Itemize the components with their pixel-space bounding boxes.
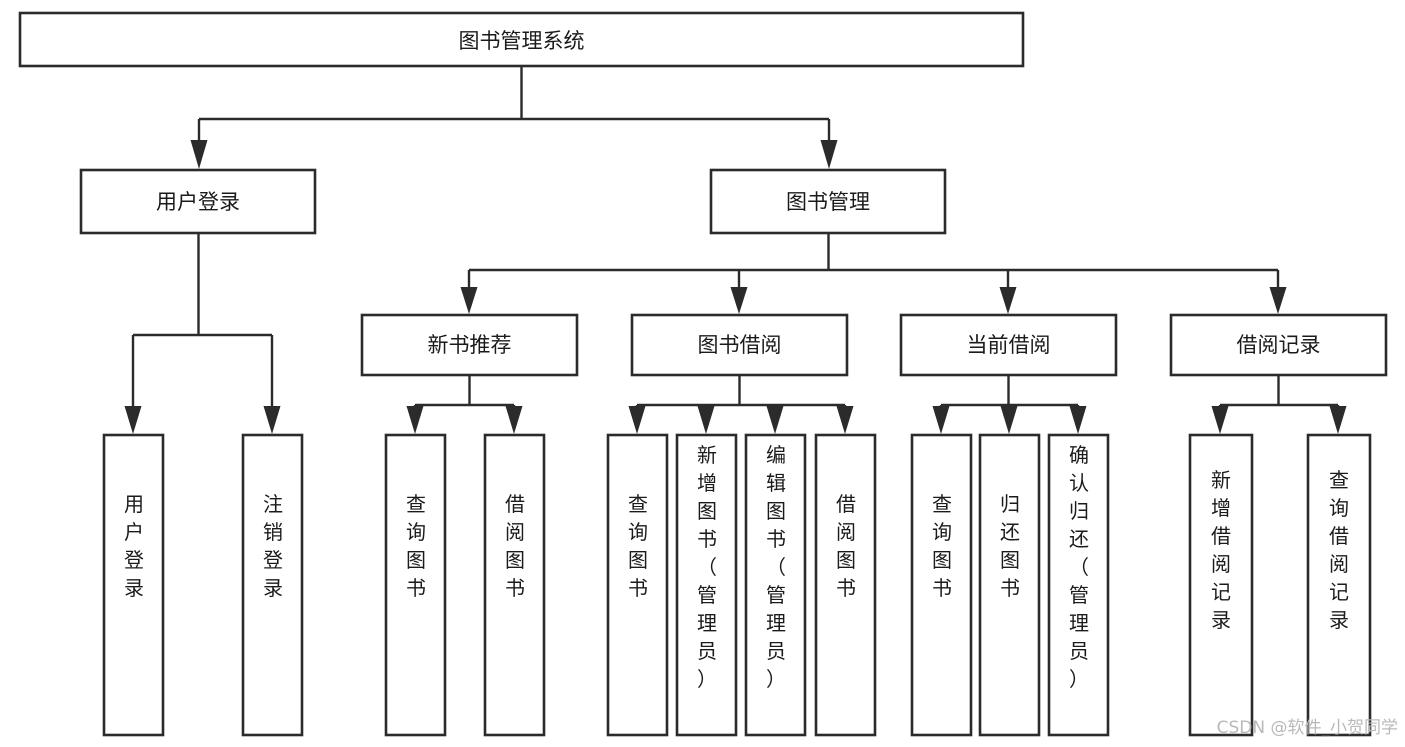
node-current-borrow[interactable]: 当前借阅 <box>899 313 1118 377</box>
leaf-node-add-record[interactable]: 新增借阅记录 <box>1188 433 1254 737</box>
leaf-edit-book-label: 编辑图书（管理员） <box>766 443 786 691</box>
node-book-borrow-box <box>630 313 849 377</box>
leaf-query-book-1-box <box>384 433 447 737</box>
leaf-node-query-book-2[interactable]: 查询图书 <box>606 433 669 737</box>
connector-group-new-book-recommend <box>406 375 523 434</box>
node-borrow-record-label: 借阅记录 <box>1237 333 1321 357</box>
arrow-head-leaf-user-login <box>124 406 142 434</box>
arrow-head-user-login <box>190 140 208 169</box>
leaf-query-book-2-label: 查询图书 <box>628 492 648 600</box>
node-new-book-recommend[interactable]: 新书推荐 <box>360 313 579 377</box>
node-root-label: 图书管理系统 <box>459 29 585 53</box>
node-book-management[interactable]: 图书管理 <box>709 168 947 235</box>
arrow-head-current-borrow <box>999 287 1017 314</box>
node-new-book-recommend-label: 新书推荐 <box>428 333 512 357</box>
arrow-head-book-borrow <box>730 287 748 314</box>
leaf-borrow-book-1-label: 借阅图书 <box>505 492 525 600</box>
arrow-head-leaf-add-record <box>1211 406 1229 434</box>
leaf-return-book-label: 归还图书 <box>1000 492 1020 600</box>
csdn-watermark: CSDN @软件_小贺同学 <box>1217 718 1398 738</box>
arrow-head-leaf-edit-book <box>766 406 784 434</box>
connector-group-book-management <box>460 233 1287 314</box>
connector-group-borrow-record <box>1211 375 1347 434</box>
arrow-head-leaf-query-book-3 <box>932 406 950 434</box>
node-book-management-box <box>709 168 947 235</box>
leaf-query-book-1-label: 查询图书 <box>406 492 426 600</box>
connector-group-root <box>190 66 838 169</box>
leaf-node-add-book[interactable]: 新增图书（管理员） <box>675 433 738 737</box>
node-root[interactable]: 图书管理系统 <box>18 11 1025 68</box>
arrow-head-leaf-query-record <box>1329 406 1347 434</box>
leaf-node-query-book-3[interactable]: 查询图书 <box>910 433 973 737</box>
leaf-query-record-box <box>1306 433 1372 737</box>
leaf-add-book-box <box>675 433 738 737</box>
arrow-head-borrow-record <box>1269 287 1287 314</box>
connector-group-current-borrow <box>932 375 1087 434</box>
leaf-node-user-login[interactable]: 用户登录 <box>102 433 165 737</box>
node-borrow-record-box <box>1169 313 1388 377</box>
arrow-head-leaf-query-book-1 <box>406 406 424 434</box>
leaf-add-book-label: 新增图书（管理员） <box>697 443 717 691</box>
arrow-head-leaf-user-logout <box>263 406 281 434</box>
arrow-head-leaf-return-book <box>1000 406 1018 434</box>
leaf-node-edit-book[interactable]: 编辑图书（管理员） <box>744 433 807 737</box>
leaf-borrow-book-2-label: 借阅图书 <box>836 492 856 600</box>
connector-group-user-login <box>124 233 281 434</box>
leaf-edit-book-box <box>744 433 807 737</box>
leaf-add-record-box <box>1188 433 1254 737</box>
arrow-head-leaf-add-book <box>697 406 715 434</box>
leaf-query-book-2-box <box>606 433 669 737</box>
node-book-borrow[interactable]: 图书借阅 <box>630 313 849 377</box>
node-book-borrow-label: 图书借阅 <box>698 333 782 357</box>
leaf-user-logout-box <box>241 433 304 737</box>
leaf-node-confirm-return[interactable]: 确认归还（管理员） <box>1047 433 1110 737</box>
leaf-user-login-box <box>102 433 165 737</box>
leaf-query-record-label: 查询借阅记录 <box>1329 468 1349 632</box>
node-user-login-label: 用户登录 <box>156 190 240 214</box>
node-user-login[interactable]: 用户登录 <box>79 168 317 235</box>
leaf-add-record-label: 新增借阅记录 <box>1211 468 1231 632</box>
leaf-borrow-book-2-box <box>814 433 877 737</box>
leaf-confirm-return-label: 确认归还（管理员） <box>1069 443 1089 691</box>
node-new-book-recommend-box <box>360 313 579 377</box>
arrow-head-new-book-recommend <box>460 287 478 314</box>
leaf-user-login-label: 用户登录 <box>124 492 144 600</box>
arrow-head-book-management <box>820 140 838 169</box>
leaf-borrow-book-1-box <box>483 433 546 737</box>
leaf-user-logout-label: 注销登录 <box>263 492 283 600</box>
leaf-query-book-3-label: 查询图书 <box>932 492 952 600</box>
arrow-head-leaf-borrow-book-1 <box>505 406 523 434</box>
leaf-node-query-book-1[interactable]: 查询图书 <box>384 433 447 737</box>
node-book-management-label: 图书管理 <box>786 190 870 214</box>
leaf-node-borrow-book-2[interactable]: 借阅图书 <box>814 433 877 737</box>
leaf-return-book-box <box>978 433 1041 737</box>
node-root-box <box>18 11 1025 68</box>
arrow-head-leaf-borrow-book-2 <box>836 406 854 434</box>
node-borrow-record[interactable]: 借阅记录 <box>1169 313 1388 377</box>
leaf-node-return-book[interactable]: 归还图书 <box>978 433 1041 737</box>
node-current-borrow-label: 当前借阅 <box>967 333 1051 357</box>
arrow-head-leaf-confirm-return <box>1069 406 1087 434</box>
leaf-node-borrow-book-1[interactable]: 借阅图书 <box>483 433 546 737</box>
leaf-query-book-3-box <box>910 433 973 737</box>
leaf-node-user-logout[interactable]: 注销登录 <box>241 433 304 737</box>
leaf-node-query-record[interactable]: 查询借阅记录 <box>1306 433 1372 737</box>
arrow-head-leaf-query-book-2 <box>628 406 646 434</box>
connector-group-book-borrow <box>628 375 854 434</box>
leaf-confirm-return-box <box>1047 433 1110 737</box>
node-current-borrow-box <box>899 313 1118 377</box>
